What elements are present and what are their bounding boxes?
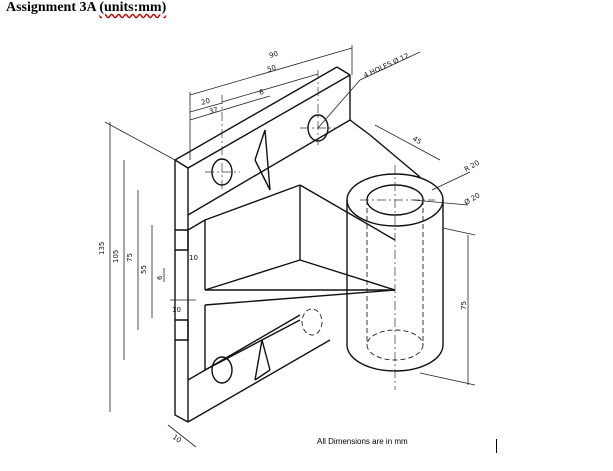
- footer-note: All Dimensions are in mm: [317, 437, 408, 446]
- assignment-title: Assignment 3A (units:mm): [6, 0, 166, 16]
- dim-20: 20: [200, 97, 211, 107]
- middle-block: [187, 184, 396, 371]
- dim-55: 55: [140, 265, 148, 274]
- dim-6-left: 6: [156, 275, 164, 280]
- dim-37: 37: [208, 106, 219, 116]
- dim-10-bottom: 10: [171, 433, 183, 445]
- notch-steps: [175, 229, 189, 341]
- dim-10-a: 10: [189, 254, 198, 262]
- hole-bottom-left: [211, 356, 233, 384]
- ribs: [254, 129, 271, 381]
- dim-135: 135: [98, 242, 106, 255]
- holes-callout: 4 HOLES Ø 12: [362, 52, 410, 80]
- dim-90: 90: [268, 50, 279, 60]
- mounting-holes: [205, 70, 336, 384]
- dimensions: 90 50 20 37 6 4 HOLES Ø 12 45 R 20 Ø 20 …: [98, 45, 481, 448]
- dim-dia20: Ø 20: [463, 191, 481, 206]
- dim-10-b: 10: [172, 306, 181, 314]
- title-prefix: Assignment 3A: [6, 0, 100, 15]
- hole-bottom-right: [301, 308, 323, 336]
- title-units: (units:mm): [99, 0, 167, 15]
- cylinder-boss: [346, 119, 444, 390]
- dim-50: 50: [266, 64, 277, 74]
- dim-r20: R 20: [463, 159, 481, 174]
- dim-105: 105: [112, 250, 120, 263]
- dim-75-right: 75: [460, 301, 468, 310]
- dim-6-top: 6: [258, 88, 265, 97]
- dim-45: 45: [411, 135, 423, 146]
- text-cursor: [496, 439, 497, 453]
- dim-75-left: 75: [126, 253, 134, 262]
- back-plate: [174, 66, 351, 423]
